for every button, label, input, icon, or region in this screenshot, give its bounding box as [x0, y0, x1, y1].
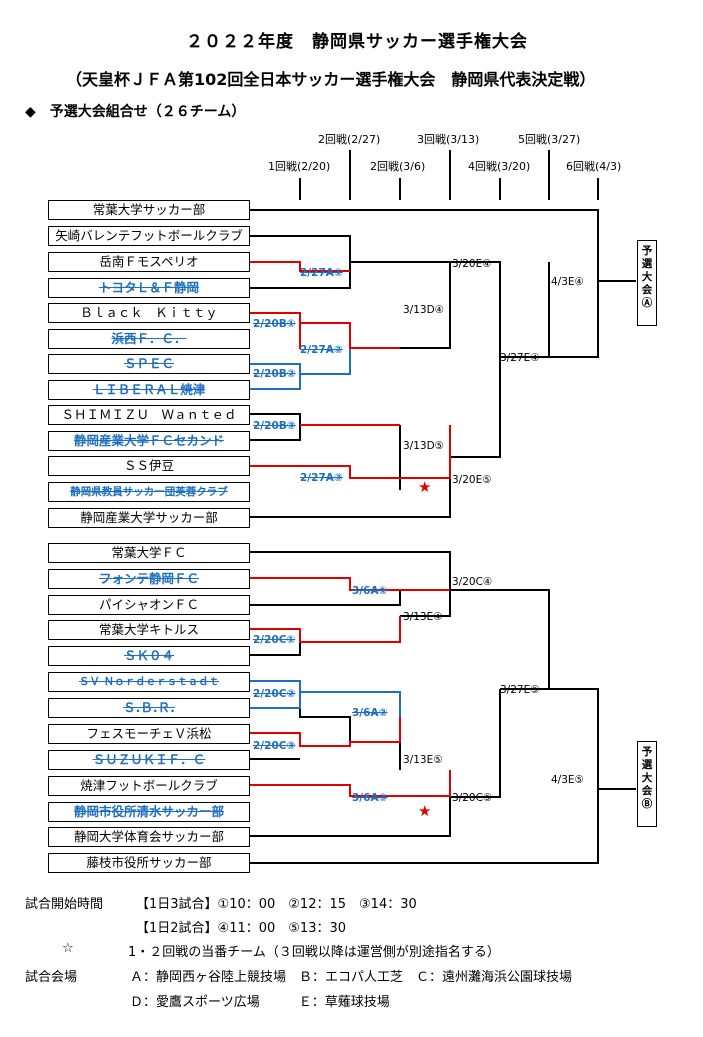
match-label: 3/20C④	[452, 576, 493, 588]
match-label: 3/6A③	[352, 792, 388, 804]
team-slot: ＳＰＥＣ	[48, 354, 250, 374]
team-slot: 静岡産業大学ＦＣセカンド	[48, 431, 250, 451]
team-slot: ＳＵＺＵＫＩＦ．Ｃ	[48, 750, 250, 770]
footer-time-label: 試合開始時間	[25, 897, 104, 912]
team-slot: フェスモーチェＶ浜松	[48, 724, 250, 744]
team-slot: 常葉大学サッカー部	[48, 200, 250, 220]
team-slot: ＳＳ伊豆	[48, 456, 250, 476]
round-header-6: 5回戦(3/27)	[518, 133, 581, 146]
match-label: 2/20C①	[253, 634, 296, 646]
host-star-icon: ★	[418, 802, 432, 820]
team-slot: パイシャオンＦＣ	[48, 595, 250, 615]
team-slot: ＬＩＢＥＲＡＬ焼津	[48, 380, 250, 400]
match-label: 2/27A①	[300, 267, 343, 279]
team-slot: 浜西Ｆ．Ｃ．	[48, 329, 250, 349]
match-label: 3/20C⑤	[452, 792, 493, 804]
footer-time-3games: 【1日3試合】①10：00 ②12：15 ③14：30	[136, 897, 417, 912]
match-label: 3/6A①	[352, 585, 388, 597]
match-label: 2/20B①	[253, 318, 296, 330]
team-slot: 静岡大学体育会サッカー部	[48, 827, 250, 847]
footer-time-2games: 【1日2試合】④11：00 ⑤13：30	[136, 921, 347, 936]
round-header-3: 2回戦(3/6)	[370, 160, 426, 173]
match-label: 3/20E④	[452, 258, 492, 270]
team-slot: 矢崎バレンテフットボールクラブ	[48, 226, 250, 246]
page-title: ２０２２年度 静岡県サッカー選手権大会	[186, 32, 528, 52]
footer-note: 1・２回戦の当番チーム（３回戦以降は運営側が別途指名する）	[128, 945, 500, 960]
team-slot: 岳南Ｆモスペリオ	[48, 252, 250, 272]
team-slot: トヨタＬ＆Ｆ静岡	[48, 278, 250, 298]
match-label: 3/27E④	[500, 352, 540, 364]
team-slot: ＳＨＩＭＩＺＵ Ｗａｎｔｅｄ	[48, 405, 250, 425]
team-slot: 焼津フットボールクラブ	[48, 776, 250, 796]
match-label: 2/27A②	[300, 344, 343, 356]
match-label: 3/13D④	[403, 304, 445, 316]
team-slot: 常葉大学ＦＣ	[48, 543, 250, 563]
round-header-4: 3回戦(3/13)	[417, 133, 480, 146]
team-slot: 常葉大学キトルス	[48, 620, 250, 640]
match-label: 2/20B③	[253, 420, 296, 432]
host-star-icon: ★	[418, 478, 432, 496]
footer-star-icon: ☆	[62, 941, 74, 956]
match-label: 3/6A②	[352, 707, 388, 719]
match-label: 3/27E⑤	[500, 684, 540, 696]
team-slot: ＳＫ０４	[48, 646, 250, 666]
round-header-2: 2回戦(2/27)	[318, 133, 381, 146]
match-label: 2/20B②	[253, 368, 296, 380]
section-heading: ◆ 予選大会組合せ（２６チーム）	[25, 104, 246, 120]
match-label: 4/3E④	[551, 276, 584, 288]
round-header-5: 4回戦(3/20)	[468, 160, 531, 173]
team-slot: Ｓ.Ｂ.Ｒ.	[48, 698, 250, 718]
match-label: 3/13E④	[403, 611, 443, 623]
match-label: 3/20E⑤	[452, 474, 492, 486]
match-label: 2/27A③	[300, 472, 343, 484]
team-slot: 静岡県教員サッカー団芙蓉クラブ	[48, 482, 250, 502]
match-label: 3/13D⑤	[403, 440, 445, 452]
footer-venue-line1: Ａ：静岡西ヶ谷陸上競技場 Ｂ：エコパ人工芝 Ｃ：遠州灘海浜公園球技場	[130, 970, 573, 985]
match-label: 3/13E⑤	[403, 754, 443, 766]
match-label: 2/20C③	[253, 740, 296, 752]
footer-venue-line2: Ｄ：愛鷹スポーツ広場 Ｅ：草薙球技場	[130, 995, 390, 1010]
team-slot: ＳＶ Ｎｏｒｄｅｒｓｔａｄｔ	[48, 672, 250, 692]
page-subtitle: （天皇杯ＪＦＡ第102回全日本サッカー選手権大会 静岡県代表決定戦）	[66, 70, 596, 89]
match-label: 4/3E⑤	[551, 774, 584, 786]
team-slot: フォンテ静岡ＦＣ	[48, 569, 250, 589]
team-slot: 藤枝市役所サッカー部	[48, 853, 250, 873]
match-label: 2/20C②	[253, 688, 296, 700]
team-slot: 静岡市役所清水サッカー部	[48, 802, 250, 822]
team-slot: 静岡産業大学サッカー部	[48, 508, 250, 528]
round-header-1: 1回戦(2/20)	[268, 160, 331, 173]
footer-venue-label: 試合会場	[25, 970, 78, 985]
round-header-7: 6回戦(4/3)	[566, 160, 622, 173]
team-slot: Ｂｌａｃｋ Ｋｉｔｔｙ	[48, 303, 250, 323]
